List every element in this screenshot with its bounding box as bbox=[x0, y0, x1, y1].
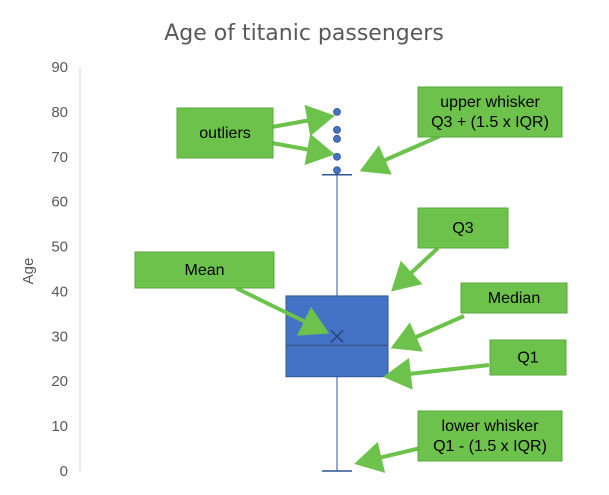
callout-box bbox=[417, 86, 563, 138]
callouts: outliers upper whisker Q3 + (1.5 x IQR) Q3M… bbox=[134, 86, 568, 473]
y-tick-label-30: 30 bbox=[51, 328, 68, 345]
callout-label: Q3 + (1.5 x IQR) bbox=[431, 114, 549, 131]
y-tick-label-20: 20 bbox=[51, 373, 68, 390]
callout-arrow bbox=[271, 104, 335, 137]
y-axis-label: Age bbox=[20, 258, 37, 285]
callout-arrow bbox=[235, 286, 330, 336]
callout-label: outliers bbox=[199, 125, 251, 142]
callout-upper-whisker: upper whisker Q3 + (1.5 x IQR) bbox=[359, 86, 563, 175]
callout-box bbox=[489, 339, 567, 376]
y-tick-label-80: 80 bbox=[51, 104, 68, 121]
callout-box bbox=[134, 251, 275, 289]
callout-box bbox=[176, 107, 274, 159]
callout-label: Q1 - (1.5 x IQR) bbox=[433, 438, 547, 455]
callout-label: Q1 bbox=[517, 350, 538, 367]
outlier-point bbox=[333, 125, 341, 134]
mean-marker-stroke bbox=[330, 329, 344, 343]
callout-lower-whisker: lower whisker Q1 - (1.5 x IQR) bbox=[354, 410, 563, 473]
callout-label: Mean bbox=[184, 262, 224, 279]
callout-mean: Mean bbox=[134, 251, 330, 336]
callout-median: Median bbox=[390, 282, 568, 352]
callout-label: Q3 bbox=[452, 220, 473, 237]
mean-marker bbox=[330, 329, 344, 343]
y-tick-label-90: 90 bbox=[51, 59, 68, 76]
callout-box bbox=[417, 410, 563, 462]
callout-q1: Q1 bbox=[383, 339, 567, 390]
y-tick-label-10: 10 bbox=[51, 418, 68, 435]
callout-box bbox=[417, 207, 509, 249]
callout-arrow bbox=[359, 134, 441, 175]
outlier-point bbox=[333, 152, 341, 161]
outlier-point bbox=[333, 166, 341, 175]
callout-label: Median bbox=[488, 290, 540, 307]
y-tick-label-40: 40 bbox=[51, 283, 68, 300]
y-tick-labels: 0 10 20 30 40 50 60 70 80 90 bbox=[51, 59, 68, 480]
callout-box bbox=[460, 282, 568, 314]
outlier-point bbox=[333, 107, 341, 116]
callout-arrow bbox=[391, 246, 440, 292]
callout-label: upper whisker bbox=[440, 94, 540, 111]
y-tick-label-60: 60 bbox=[51, 194, 68, 211]
callout-label: lower whisker bbox=[442, 418, 540, 435]
callout-outliers: outliers bbox=[176, 104, 335, 166]
outlier-point bbox=[333, 134, 341, 143]
callout-arrow bbox=[383, 357, 490, 390]
y-tick-label-0: 0 bbox=[60, 463, 68, 480]
y-tick-label-70: 70 bbox=[51, 149, 68, 166]
box-plot bbox=[285, 107, 389, 472]
y-tick-label-50: 50 bbox=[51, 239, 68, 256]
chart-title: Age of titanic passengers bbox=[164, 21, 444, 46]
callout-arrow bbox=[271, 133, 335, 166]
callout-q3: Q3 bbox=[391, 207, 509, 292]
callout-arrow bbox=[390, 314, 465, 352]
